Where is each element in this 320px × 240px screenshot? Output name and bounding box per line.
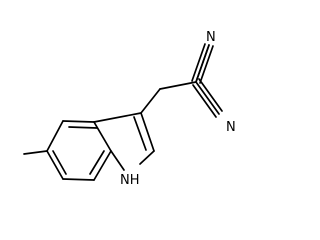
bond [140,88,161,114]
bond [93,112,142,123]
bond [195,81,220,115]
bond [110,150,125,171]
nitrogen-label: N [226,120,236,135]
bond [192,84,217,118]
bond [52,150,67,175]
molecule-diagram: N N NH [23,30,236,188]
bond [68,126,98,129]
bond [62,178,95,181]
bond [191,43,206,82]
bond [46,120,64,152]
bond [195,44,210,83]
bond [46,150,64,180]
bond [93,150,112,181]
bond [93,121,112,152]
bond [133,116,147,151]
bond [89,150,105,175]
bond [140,112,155,152]
bond [199,45,214,84]
bond [23,150,48,155]
nitrogen-label: N [206,30,216,45]
nh-label: NH [120,173,140,188]
bond [198,78,223,112]
bond [159,81,197,90]
bond [62,120,95,123]
bond [139,150,155,165]
